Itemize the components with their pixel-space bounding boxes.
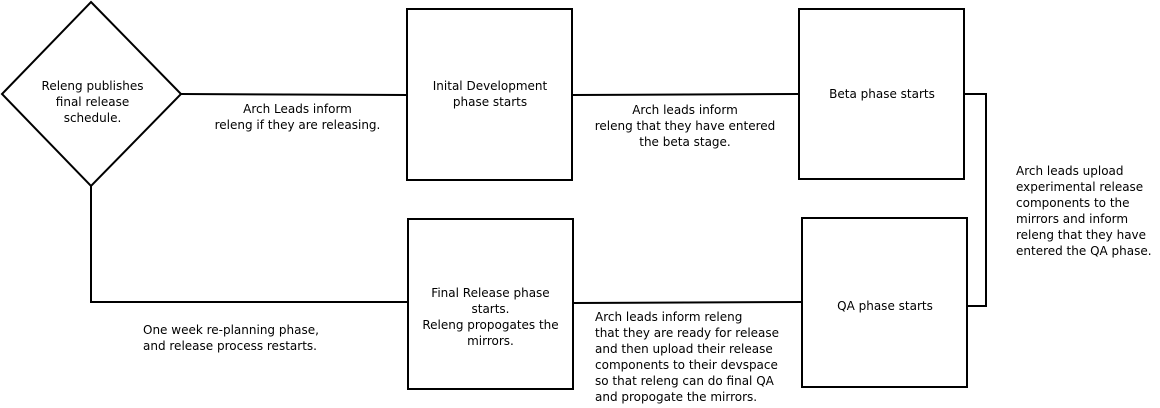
edge-beta-to-qa [964,93,987,307]
edge-label-schedule-to-initial: Arch Leads inform releng if they are rel… [214,102,381,132]
edge-initial-to-beta [571,93,800,96]
edge-label-beta-to-qa: Arch leads upload experimental release c… [1016,164,1152,258]
edge-final-to-schedule [90,186,408,303]
final-release-label: Final Release phase starts. Releng propo… [422,286,559,348]
schedule-label: Releng publishes final release schedule. [41,79,144,125]
edge-schedule-to-initial [180,93,408,96]
edge-label-final-to-schedule: One week re-planning phase, and release … [143,323,319,353]
initial-development-label: Inital Development phase starts [432,79,548,109]
beta-phase-label: Beta phase starts [829,87,935,101]
final-release-box [407,218,574,390]
edge-label-qa-to-final: Arch leads inform releng that they are r… [595,310,780,404]
edge-label-initial-to-beta: Arch leads inform releng that they have … [594,103,776,149]
edge-qa-to-final [572,301,803,304]
qa-phase-label: QA phase starts [837,299,933,313]
